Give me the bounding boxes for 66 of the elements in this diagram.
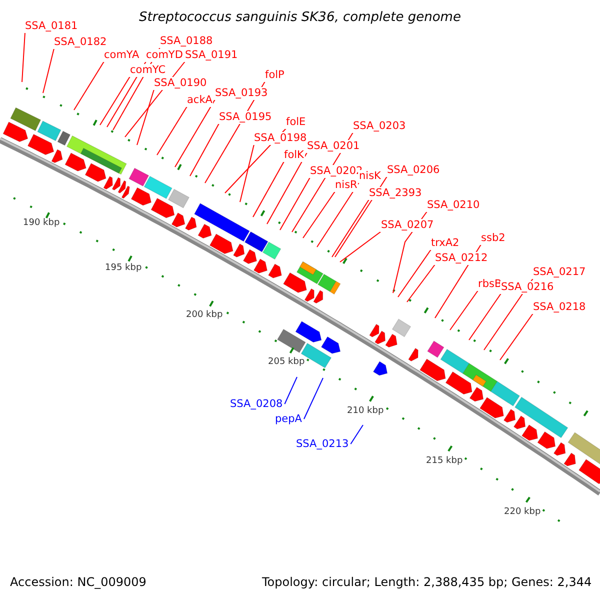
gene-label: comYD bbox=[145, 48, 184, 62]
leader-line bbox=[500, 313, 534, 360]
gene-label: SSA_0201 bbox=[306, 140, 361, 152]
leader-line bbox=[240, 144, 254, 202]
leader-line bbox=[174, 99, 216, 168]
gene-label: folK bbox=[283, 148, 305, 162]
leader-line bbox=[284, 376, 298, 404]
gene-label: folP bbox=[264, 68, 286, 82]
leader-line bbox=[266, 152, 308, 224]
gene-label: SSA_0218 bbox=[532, 300, 587, 314]
leader-line bbox=[302, 191, 336, 238]
leader-line bbox=[280, 177, 310, 230]
scale-label: 210 kbp bbox=[347, 406, 384, 416]
gene-label: ackA bbox=[186, 94, 214, 106]
leader-line bbox=[190, 123, 220, 176]
gene-label: comYC bbox=[129, 64, 167, 76]
leader-line bbox=[398, 249, 432, 298]
gene-label: SSA_0203 bbox=[352, 120, 407, 132]
scale-label: 200 kbp bbox=[186, 310, 223, 320]
leader-line bbox=[42, 48, 54, 94]
leader-line bbox=[136, 89, 154, 146]
leader-line bbox=[100, 76, 130, 126]
leader-line bbox=[303, 378, 324, 420]
gene-label: SSA_2393 bbox=[368, 186, 423, 200]
gene-label: SSA_0216 bbox=[500, 280, 555, 294]
gene-label: SSA_0191 bbox=[184, 48, 239, 62]
leader-line bbox=[22, 32, 26, 82]
leader-line bbox=[406, 264, 436, 302]
gene-label: pepA bbox=[274, 412, 303, 426]
gene-label: folE bbox=[285, 116, 307, 128]
leader-line bbox=[252, 161, 284, 218]
gene-label: SSA_0208 bbox=[229, 398, 284, 410]
leader-line bbox=[316, 182, 360, 248]
title: Streptococcus sanguinis SK36, complete genome bbox=[138, 10, 462, 25]
gene-label: SSA_0213 bbox=[295, 438, 350, 450]
leader-line bbox=[450, 290, 478, 330]
gene-label: SSA_0206 bbox=[386, 164, 441, 176]
gene-label: SSA_0210 bbox=[426, 198, 481, 212]
gene-label: SSA_0190 bbox=[153, 76, 208, 90]
gene-label: comYA bbox=[103, 48, 140, 62]
scale-label: 195 kbp bbox=[105, 263, 142, 273]
gene-label: SSA_0217 bbox=[532, 266, 587, 278]
leader-line bbox=[350, 424, 364, 444]
gene-label: SSA_0195 bbox=[218, 110, 273, 124]
scale-label: 205 kbp bbox=[268, 357, 305, 367]
leader-line bbox=[340, 231, 382, 262]
footer-note: Accession: NC_009009 bbox=[10, 575, 146, 589]
scale-label: 215 kbp bbox=[426, 456, 463, 466]
gene-label: nisK bbox=[358, 170, 382, 182]
gene-label: SSA_0207 bbox=[380, 218, 435, 232]
footer-note: Topology: circular; Length: 2,388,435 bp; Genes: 2,344 bbox=[262, 575, 592, 589]
gene-label: SSA_0212 bbox=[434, 252, 489, 264]
leader-line bbox=[74, 61, 104, 110]
gene-label: trxA2 bbox=[430, 236, 460, 250]
scale-label: 190 kbp bbox=[23, 218, 60, 228]
leader-line bbox=[332, 199, 370, 258]
leader-line bbox=[156, 106, 188, 156]
gene-label: SSA_0188 bbox=[159, 34, 214, 48]
gene-label: ssb2 bbox=[480, 232, 506, 244]
leader-line bbox=[468, 293, 502, 340]
scale-label: 220 kbp bbox=[504, 507, 541, 517]
gene-label: SSA_0181 bbox=[24, 20, 79, 32]
gene-label: SSA_0182 bbox=[53, 36, 108, 48]
gene-label: SSA_0198 bbox=[253, 132, 308, 144]
gene-label: SSA_0193 bbox=[214, 86, 269, 100]
gene-label: nisR bbox=[334, 178, 358, 192]
